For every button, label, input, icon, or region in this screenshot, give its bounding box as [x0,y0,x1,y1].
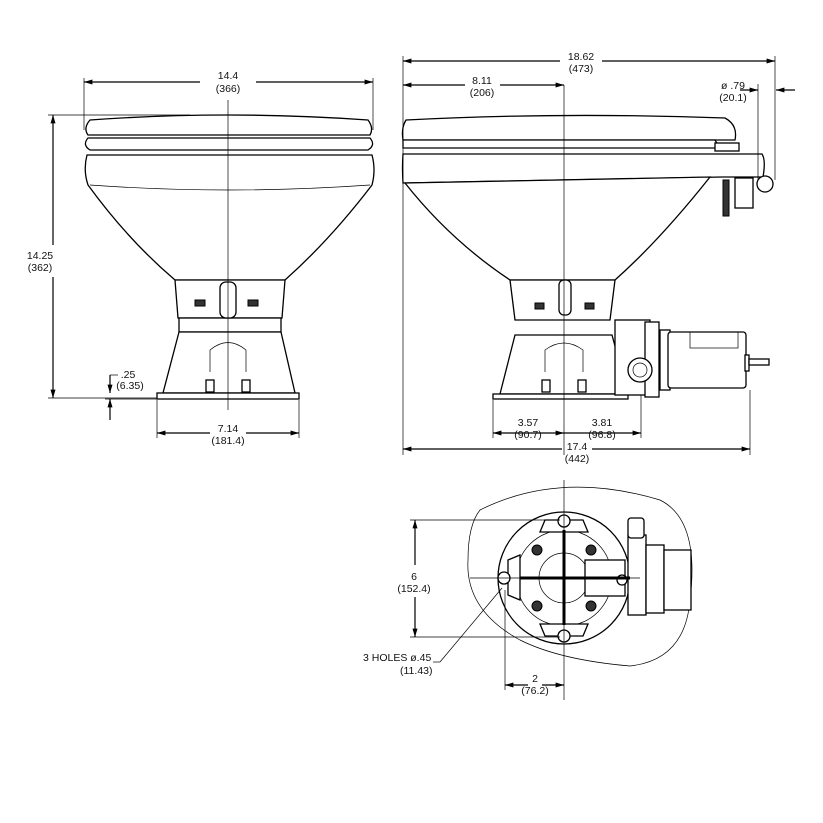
dim-overall-length-in: 18.62 [568,51,594,63]
bottom-dimensions: 6 (152.4) 3 HOLES ø.45 (11.43) 2 (76.2) [363,519,564,697]
dim-length-mm: (442) [565,453,590,465]
front-dimensions: 14.4 (366) 14.25 (362) .25 (6.35) 7.14 (… [27,70,374,447]
bottom-view [467,480,693,700]
front-view [84,100,375,410]
dim-offset-mm: (76.2) [521,685,548,697]
dim-base-width-in: 7.14 [218,423,239,435]
holes-callout: 3 HOLES ø.45 [363,652,431,664]
dim-offset-in: 2 [532,673,538,685]
macerator-pump [614,319,770,398]
dim-base-thickness-mm: (6.35) [116,380,143,392]
dim-front-width-mm: (366) [216,83,241,95]
dim-outlet-diameter-in: ø .79 [721,80,745,92]
dim-base-thickness-in: .25 [121,369,136,381]
dim-base-front-in: 3.81 [592,417,613,429]
dim-base-front-mm: (96.8) [588,429,615,441]
dim-hole-spacing-mm: (152.4) [397,583,430,595]
front-seat [84,137,374,151]
dim-height-mm: (362) [28,262,53,274]
side-bowl [401,153,765,184]
pump-motor [667,331,747,389]
side-base-plate [492,393,629,400]
dim-height-in: 14.25 [27,250,53,262]
dim-length-in: 17.4 [567,441,588,453]
outlet-fitting [756,175,774,193]
front-lid [85,114,373,136]
dim-rear-center-in: 8.11 [472,75,492,87]
side-view [401,85,774,455]
dim-base-rear-in: 3.57 [518,417,539,429]
dim-base-rear-mm: (90.7) [514,429,541,441]
side-lid [401,114,737,141]
dim-front-width-in: 14.4 [218,70,239,82]
dim-base-width-mm: (181.4) [211,435,244,447]
dim-hole-spacing-in: 6 [411,571,417,583]
side-dimensions: 18.62 (473) 8.11 (206) ø .79 (20.1) 3.57… [402,51,795,465]
dim-rear-center-mm: (206) [470,87,495,99]
holes-callout-mm: (11.43) [400,665,433,677]
dim-outlet-diameter-mm: (20.1) [719,92,746,104]
bowl-outline [467,486,693,667]
front-bowl [84,154,375,281]
dim-overall-length-mm: (473) [569,63,594,75]
